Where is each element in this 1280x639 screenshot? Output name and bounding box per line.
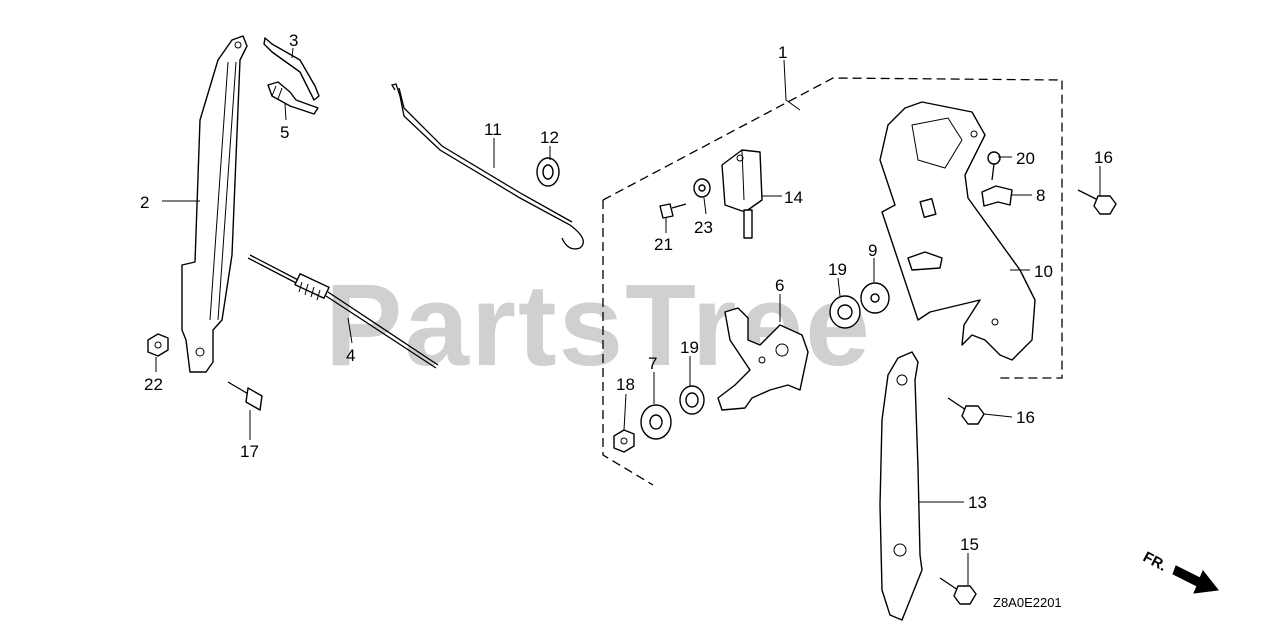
part-20-screw[interactable] [987, 151, 1001, 181]
part-14-switch[interactable] [721, 149, 763, 239]
part-12-grommet[interactable] [536, 157, 560, 187]
callout-22[interactable]: 22 [144, 375, 163, 394]
part-7-washer[interactable] [640, 404, 672, 440]
part-11-wire-rod[interactable] [390, 83, 584, 250]
part-3-clip[interactable] [263, 37, 320, 101]
part-16-bolt-upper[interactable] [1077, 189, 1117, 215]
callout-7[interactable]: 7 [648, 354, 657, 373]
part-8-clip[interactable] [981, 185, 1013, 207]
part-19-washer-lower[interactable] [679, 385, 705, 415]
callout-6[interactable]: 6 [775, 276, 784, 295]
callout-15[interactable]: 15 [960, 535, 979, 554]
callout-4[interactable]: 4 [346, 346, 355, 365]
part-23-washer[interactable] [693, 178, 711, 198]
callout-16-lower[interactable]: 16 [1016, 408, 1035, 427]
callout-19-lower[interactable]: 19 [680, 338, 699, 357]
part-18-nut[interactable] [613, 429, 635, 453]
part-22-nut[interactable] [147, 333, 169, 357]
callout-8[interactable]: 8 [1036, 186, 1045, 205]
callout-1[interactable]: 1 [778, 43, 787, 62]
direction-arrow-icon [1172, 565, 1219, 594]
front-direction-indicator: FR. [1140, 549, 1219, 594]
callout-21[interactable]: 21 [654, 235, 673, 254]
part-16-bolt-lower[interactable] [947, 397, 985, 425]
assembly-1-boundary [602, 77, 1063, 486]
part-4-cable[interactable] [247, 254, 439, 369]
callout-19-upper[interactable]: 19 [828, 260, 847, 279]
callout-14[interactable]: 14 [784, 188, 803, 207]
callout-18[interactable]: 18 [616, 375, 635, 394]
part-19-washer-upper[interactable] [829, 295, 861, 329]
leader-lines [155, 47, 1101, 585]
callout-16-upper[interactable]: 16 [1094, 148, 1113, 167]
callout-23[interactable]: 23 [694, 218, 713, 237]
part-17-bolt[interactable] [227, 381, 263, 411]
callout-13[interactable]: 13 [968, 493, 987, 512]
part-21-screw[interactable] [659, 203, 687, 219]
callout-10[interactable]: 10 [1034, 262, 1053, 281]
part-9-washer[interactable] [860, 282, 890, 314]
callout-5[interactable]: 5 [280, 123, 289, 142]
part-13-plate[interactable] [879, 351, 923, 621]
callout-3[interactable]: 3 [289, 31, 298, 50]
direction-label: FR. [1140, 549, 1169, 575]
part-15-bolt[interactable] [939, 577, 977, 605]
part-10-bracket[interactable] [879, 101, 1036, 361]
part-5-bolt[interactable] [267, 81, 319, 115]
part-6-lever[interactable] [717, 307, 809, 411]
callouts: 1 2 3 4 5 6 7 8 9 10 11 12 13 14 15 16 1… [140, 31, 1113, 554]
callout-2[interactable]: 2 [140, 193, 149, 212]
diagram-code: Z8A0E2201 [993, 595, 1062, 610]
callout-11[interactable]: 11 [484, 120, 502, 139]
part-2-rod[interactable] [181, 35, 248, 373]
callout-12[interactable]: 12 [540, 128, 559, 147]
callout-9[interactable]: 9 [868, 241, 877, 260]
callout-17[interactable]: 17 [240, 442, 259, 461]
callout-20[interactable]: 20 [1016, 149, 1035, 168]
